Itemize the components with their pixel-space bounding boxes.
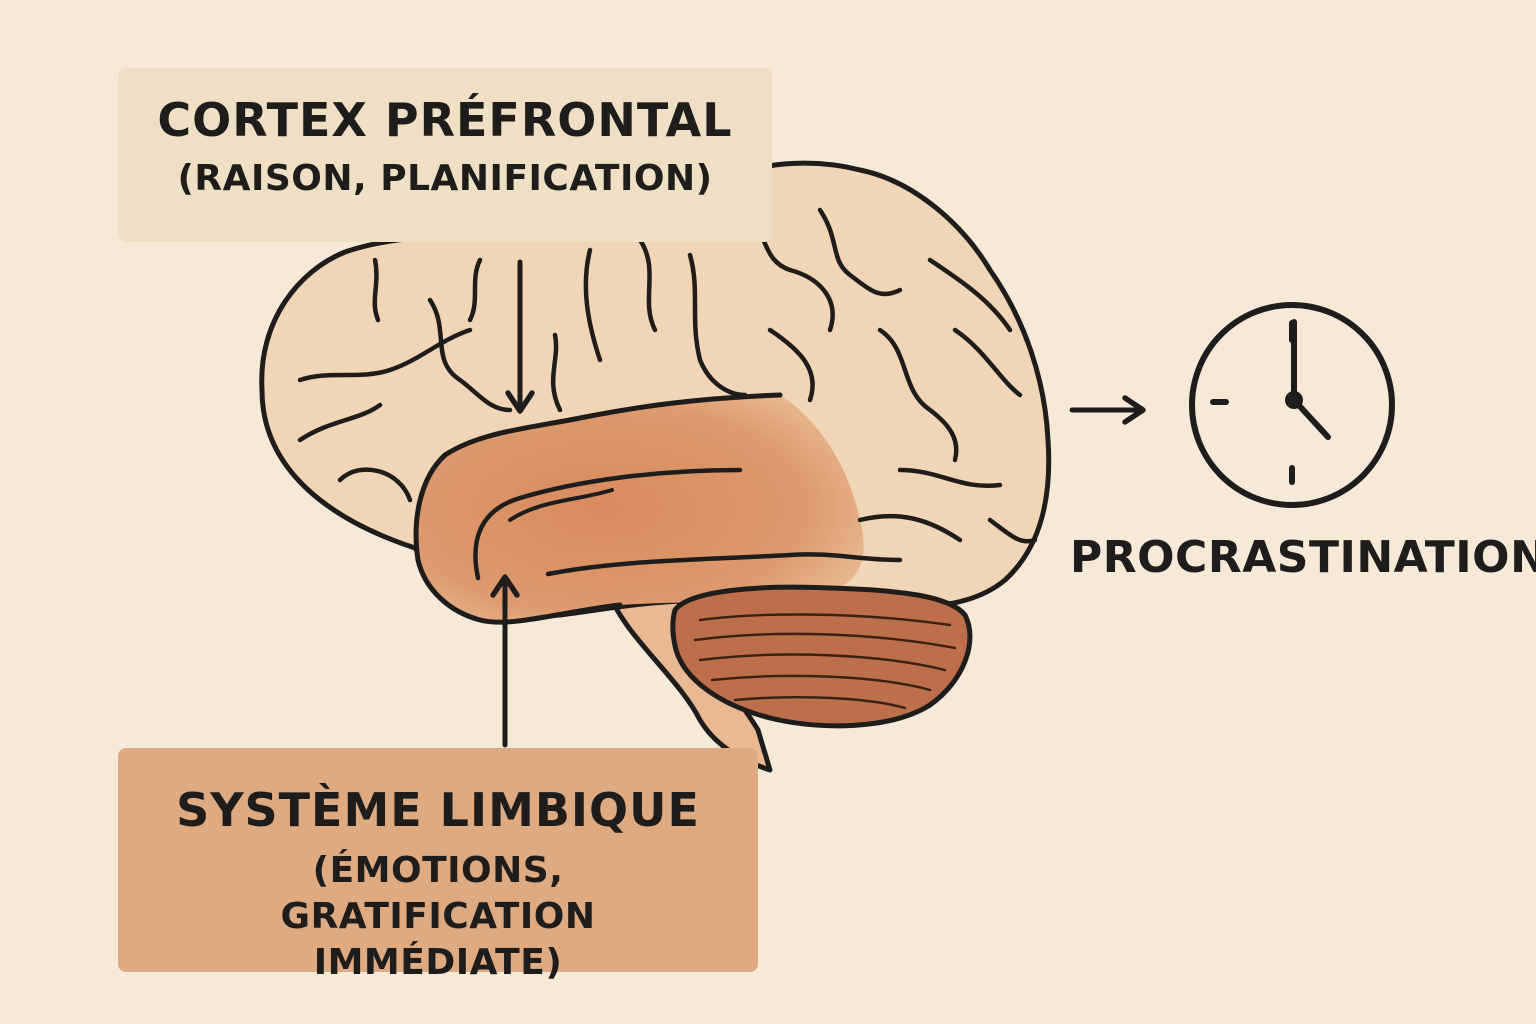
cortex-title: CORTEX PRÉFRONTAL — [157, 93, 733, 147]
clock-icon — [1189, 302, 1395, 508]
limbic-system-region — [416, 395, 864, 623]
limbic-fold-outline — [413, 392, 783, 625]
limbic-title: SYSTÈME LIMBIQUE — [176, 783, 700, 837]
limbic-label-box: SYSTÈME LIMBIQUE (ÉMOTIONS, GRATIFICATIO… — [118, 748, 758, 983]
cerebellum — [670, 584, 973, 729]
cerebellum-folds — [693, 613, 957, 710]
limbic-fold-line — [545, 552, 903, 577]
limbic-subtitle: (ÉMOTIONS, GRATIFICATION IMMÉDIATE) — [280, 850, 596, 983]
cortex-subtitle: (RAISON, PLANIFICATION) — [177, 158, 713, 199]
cortex-label-box: CORTEX PRÉFRONTAL (RAISON, PLANIFICATION… — [118, 68, 772, 242]
limbic-fold-line-2 — [508, 488, 614, 522]
procrastination-label: PROCRASTINATION — [1070, 532, 1536, 583]
limbic-fold-inner — [473, 467, 743, 581]
